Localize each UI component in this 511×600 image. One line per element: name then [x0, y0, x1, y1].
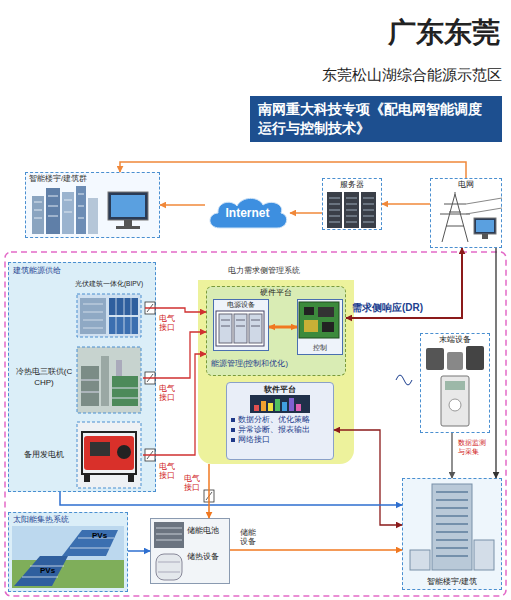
smart-building-picture	[410, 484, 494, 570]
edge-label: 需求侧响应(DR)	[352, 301, 452, 315]
software-platform-box: 软件平台数据分析、优化策略异常诊断、报表输出网络接口	[226, 382, 334, 460]
node-text: 光伏建筑一体化(BIPV)	[73, 280, 145, 288]
end-device-box: 末端设备	[420, 333, 490, 433]
control-board-picture	[299, 302, 339, 338]
connector	[143, 354, 206, 455]
connector	[382, 203, 430, 205]
node-text: 硬件平台	[207, 287, 345, 298]
connector	[334, 430, 402, 525]
node-text: 网络接口	[231, 435, 329, 445]
node-text: 电源设备	[214, 300, 268, 310]
smart-building-box: 智能楼宇/建筑	[402, 478, 502, 590]
node-text: 数据分析、优化策略	[231, 415, 329, 425]
node-text: 智能楼宇/建筑	[403, 576, 501, 587]
connector	[290, 212, 322, 214]
cchp-picture	[77, 347, 141, 413]
interface-label: 电气接口	[184, 474, 202, 492]
signal-icon	[396, 375, 412, 385]
server-box: 服务器	[322, 178, 382, 230]
connector	[60, 492, 402, 505]
power-grid-picture	[440, 192, 502, 242]
node-text: 备用发电机	[15, 421, 73, 460]
interface-label: 电气接口	[159, 384, 177, 402]
node-text: 储热设备	[187, 552, 229, 562]
interface-label: 电气接口	[159, 462, 177, 480]
server-picture	[327, 192, 376, 228]
connector	[346, 248, 462, 318]
node-text: 南网重大科技专项《配电网智能调度运行与控制技术》	[258, 100, 494, 138]
hardware-platform-box: 硬件平台能源管理(控制和优化) 电源设备控制	[206, 286, 346, 376]
node-text: 建筑能源供给	[9, 263, 155, 278]
software-chart-picture	[250, 395, 310, 413]
solar-field-picture	[12, 526, 124, 588]
node-text: 太阳能集热系统	[9, 513, 127, 527]
storage-picture	[154, 522, 184, 580]
edge-label: 数据监测与采集	[458, 438, 488, 456]
power-equipment-box: 电源设备	[213, 299, 269, 351]
generator-picture	[77, 422, 141, 488]
connector	[208, 464, 210, 518]
node-text: 电力需求侧管理系统	[198, 264, 354, 278]
internet-cloud: Internet	[205, 196, 290, 230]
connector	[495, 248, 496, 478]
node-text: 电网	[431, 179, 501, 191]
node-text: 控制	[298, 343, 342, 353]
connector	[160, 204, 205, 206]
end-device-picture	[426, 346, 484, 426]
pv-label: PVs	[92, 531, 116, 540]
energy-supply-box: 建筑能源供给光伏建筑一体化(BIPV) 冷热电三联供(CCHP) 备用发电机	[8, 262, 156, 492]
connector	[128, 550, 150, 552]
demand-management-area: 电力需求侧管理系统硬件平台能源管理(控制和优化) 电源设备控制软件平台数据分析、优…	[198, 264, 354, 464]
pv-label: PVs	[40, 566, 64, 575]
bipv-picture	[77, 294, 141, 337]
node-text: 能源管理(控制和优化)	[211, 358, 288, 369]
grid-box: 电网	[430, 178, 502, 248]
storage-box: 储能电池储热设备	[150, 518, 230, 584]
title-banner: 南网重大科技专项《配电网智能调度运行与控制技术》	[250, 96, 502, 142]
bipv-box: 光伏建筑一体化(BIPV)	[73, 280, 145, 340]
connector	[143, 332, 206, 378]
node-text: Internet	[205, 196, 290, 230]
node-text: 储能电池	[187, 526, 229, 536]
generator-box: 备用发电机	[15, 421, 143, 491]
switch-symbols	[145, 302, 214, 502]
node-text: 软件平台	[231, 385, 329, 395]
connector	[451, 433, 452, 478]
power-equipment-picture	[216, 311, 264, 346]
node-text: 服务器	[323, 179, 381, 191]
node-text: 异常诊断、报表输出	[231, 425, 329, 435]
node-text: 智能楼宇/建筑群	[26, 173, 159, 185]
connector	[145, 308, 206, 312]
system-boundary	[5, 252, 506, 596]
connector	[120, 162, 466, 178]
connector	[230, 549, 402, 551]
interface-label: 电气接口	[159, 314, 177, 332]
connector	[269, 326, 297, 329]
building-group-picture	[32, 186, 148, 234]
node-text: 冷热电三联供(CCHP)	[15, 346, 73, 388]
cchp-box: 冷热电三联供(CCHP)	[15, 346, 143, 416]
page-title: 广东东莞	[300, 14, 500, 52]
node-text: 末端设备	[421, 334, 489, 346]
edge-label: 储能设备	[240, 528, 258, 546]
building-group-box: 智能楼宇/建筑群	[25, 172, 160, 238]
subtitle: 东莞松山湖综合能源示范区	[250, 66, 502, 85]
control-box: 控制	[297, 299, 343, 355]
solar-thermal-box: 太阳能集热系统	[8, 512, 128, 592]
